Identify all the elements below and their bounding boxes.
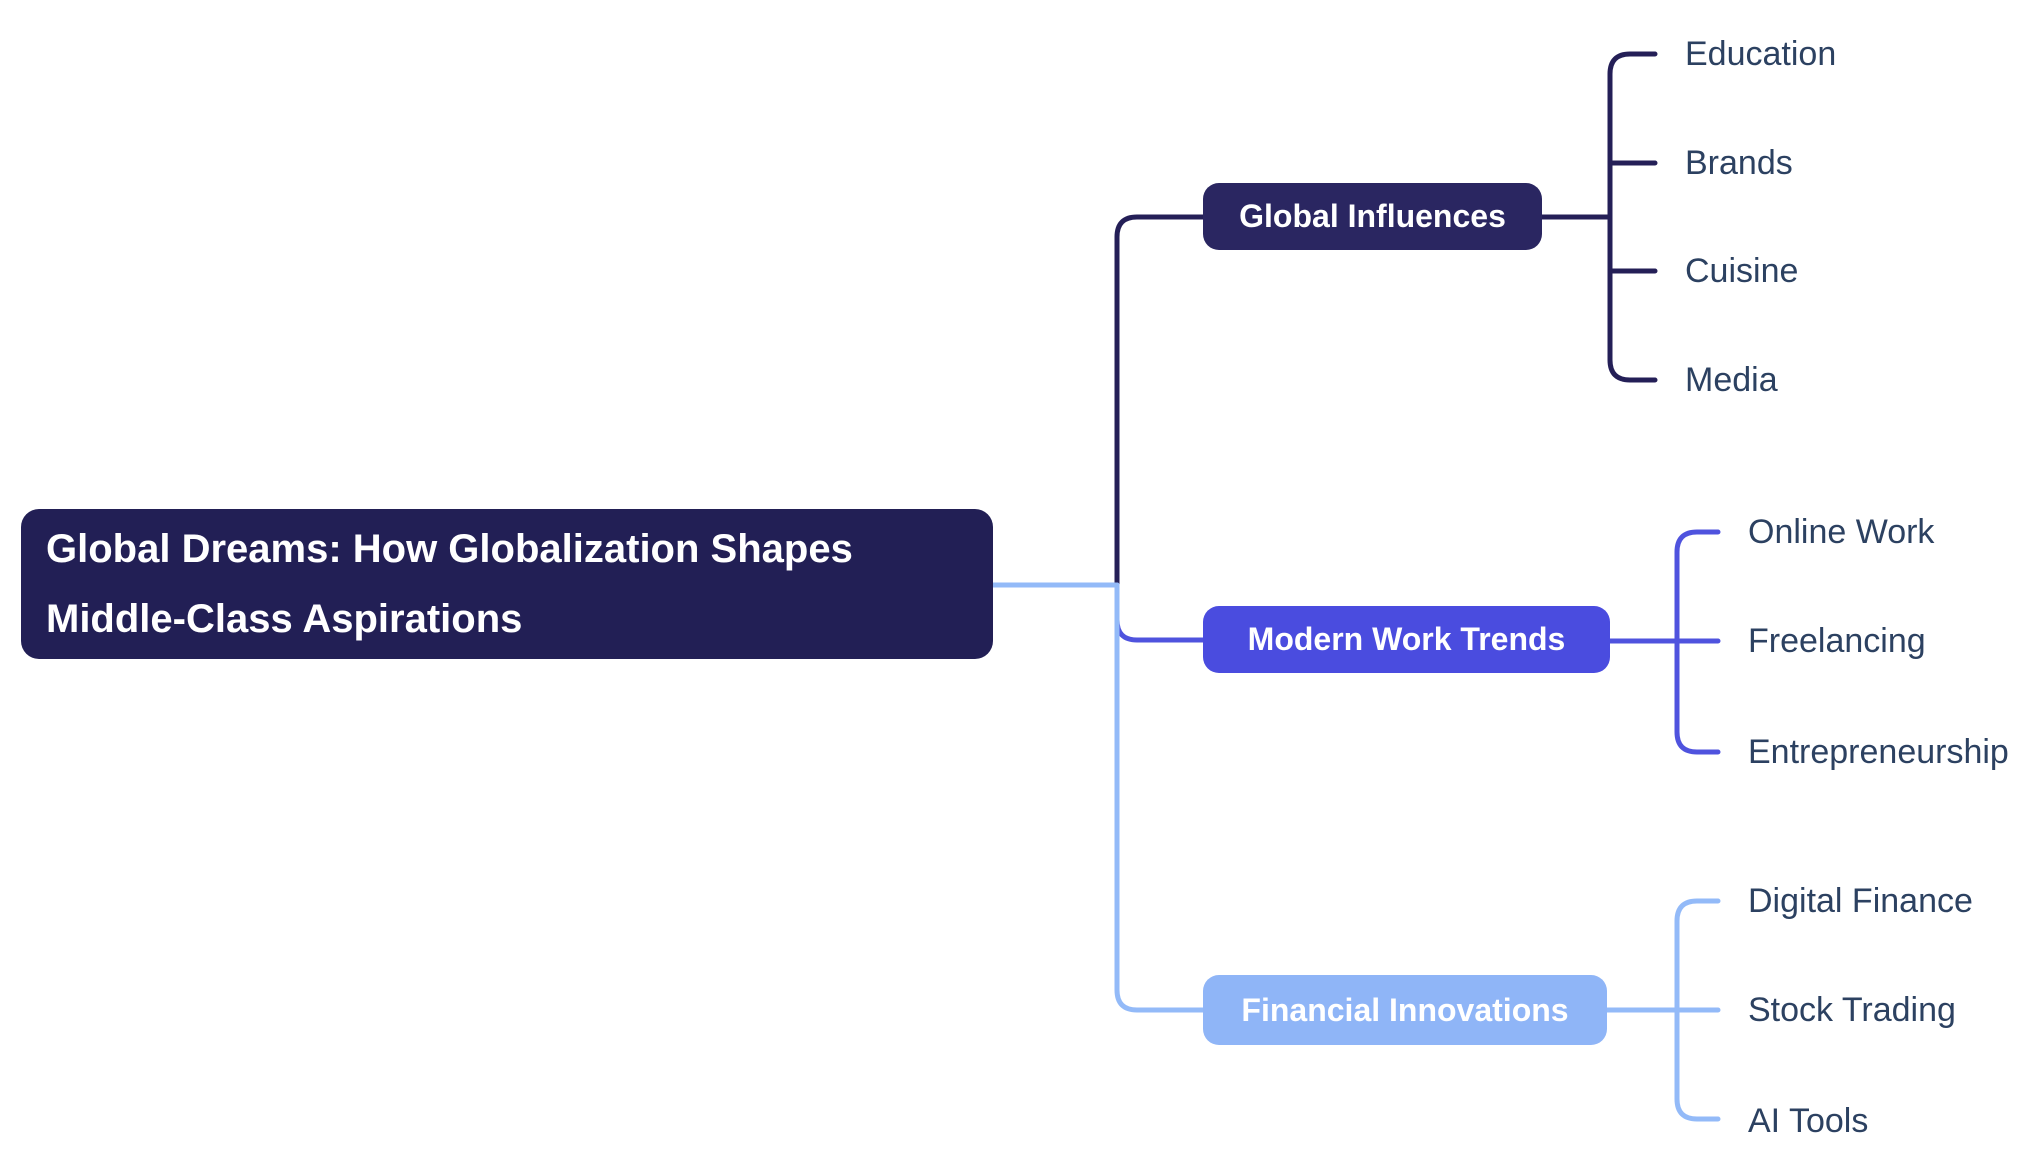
- child-node-brands[interactable]: Brands: [1685, 144, 1793, 182]
- branch-node-global-influences[interactable]: Global Influences: [1203, 183, 1542, 250]
- child-node-online-work[interactable]: Online Work: [1748, 513, 1935, 551]
- connector-trunk-financial: [1114, 582, 1206, 1013]
- child-node-freelancing[interactable]: Freelancing: [1748, 622, 1926, 660]
- connector-global-spine: [1607, 51, 1658, 383]
- connector-modern-spine: [1674, 529, 1721, 755]
- child-node-cuisine[interactable]: Cuisine: [1685, 252, 1799, 290]
- child-node-education[interactable]: Education: [1685, 35, 1837, 73]
- child-node-entrepreneurship[interactable]: Entrepreneurship: [1748, 733, 2009, 771]
- branch-node-financial-innovations[interactable]: Financial Innovations: [1203, 975, 1607, 1045]
- child-node-stock-trading[interactable]: Stock Trading: [1748, 991, 1956, 1029]
- branch-node-modern-work-trends[interactable]: Modern Work Trends: [1203, 606, 1610, 673]
- root-node[interactable]: Global Dreams: How Globalization Shapes …: [21, 509, 993, 659]
- child-node-digital-finance[interactable]: Digital Finance: [1748, 882, 1973, 920]
- connector-trunk-modern: [1114, 582, 1206, 643]
- child-node-media[interactable]: Media: [1685, 361, 1778, 399]
- connector-trunk-global: [1114, 214, 1206, 588]
- child-node-ai-tools[interactable]: AI Tools: [1748, 1102, 1869, 1140]
- connector-financial-spine: [1674, 898, 1721, 1122]
